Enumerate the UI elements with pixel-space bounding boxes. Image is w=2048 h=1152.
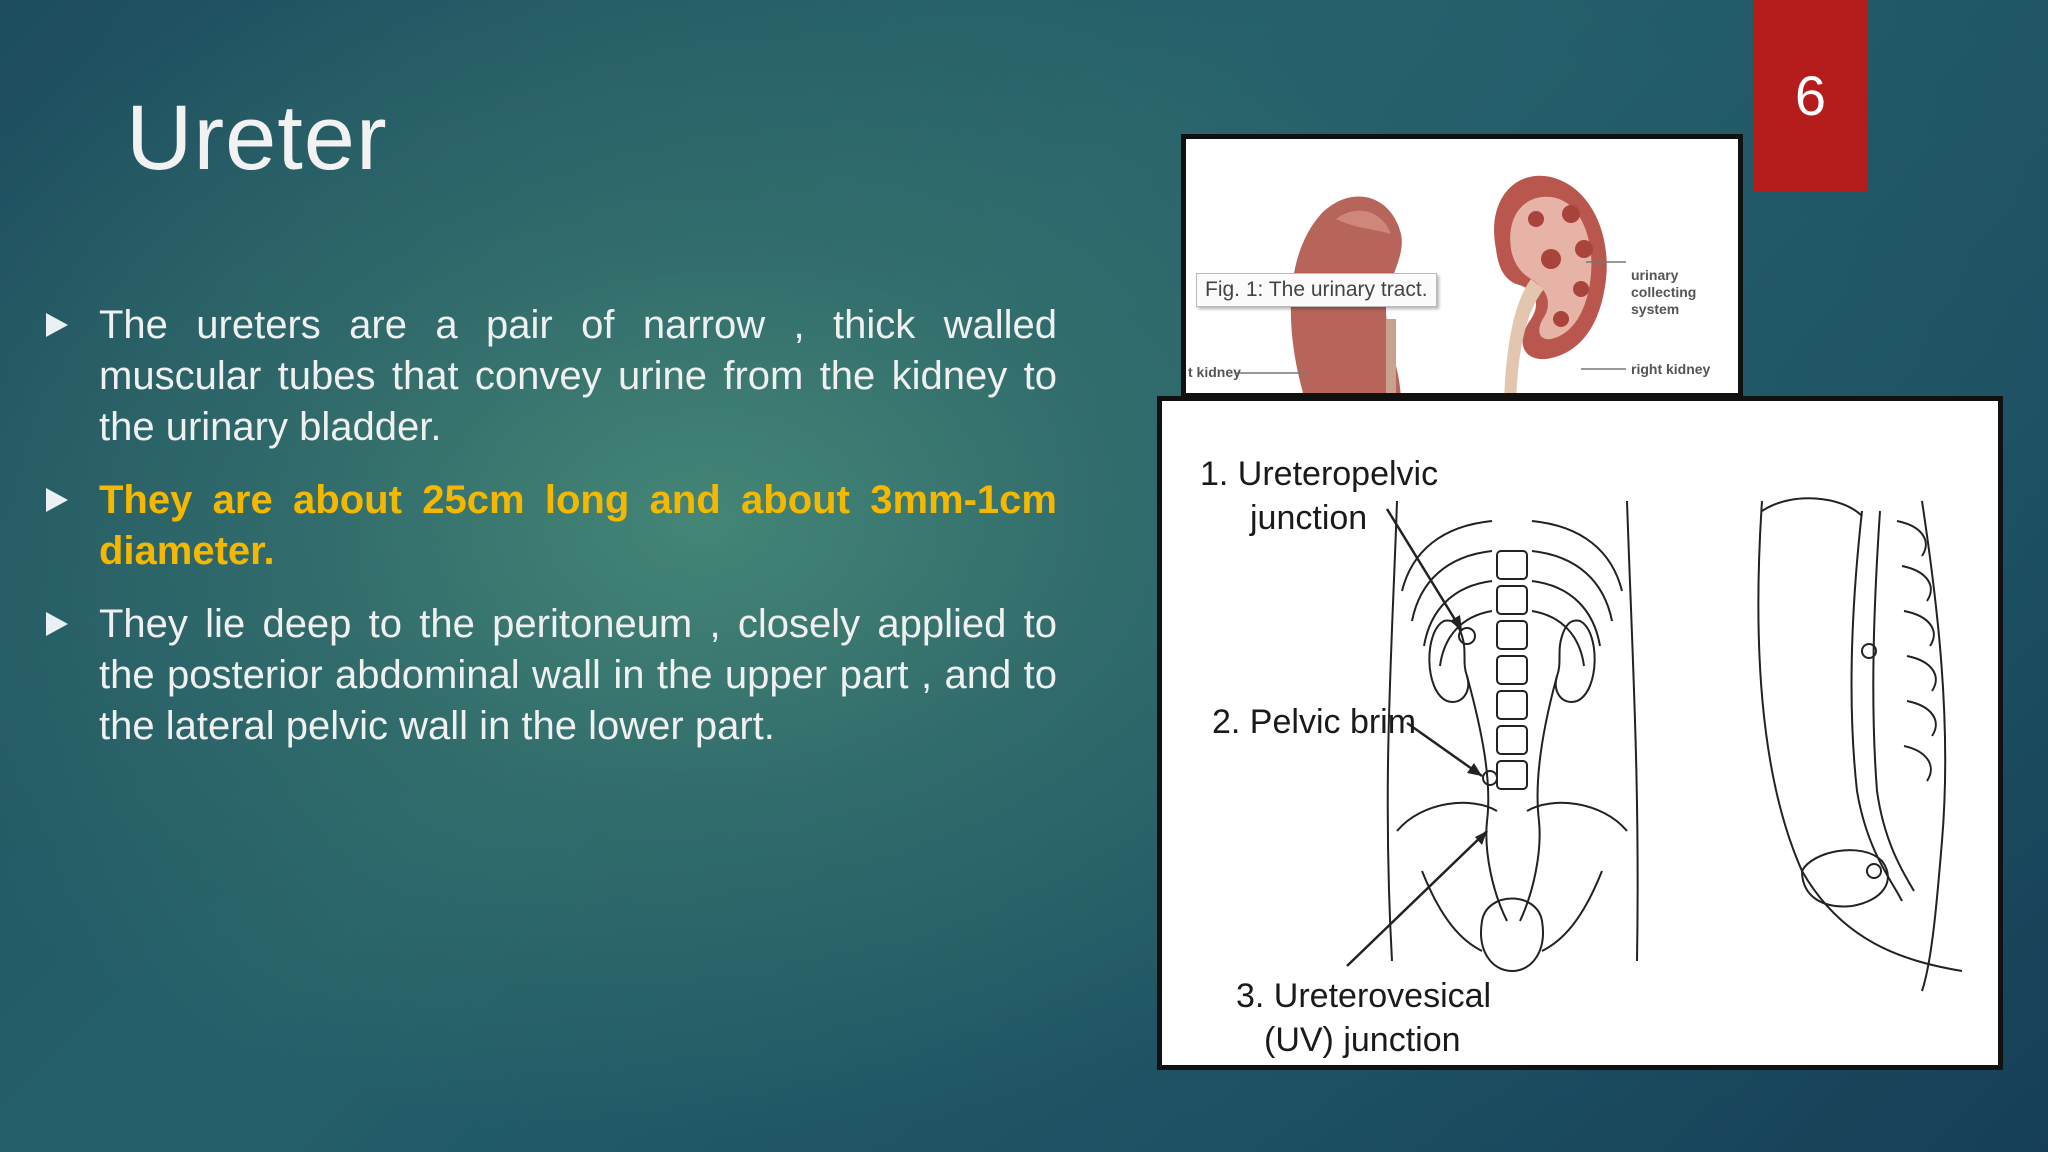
figure-caption: Fig. 1: The urinary tract. xyxy=(1196,273,1437,307)
triangle-bullet-icon xyxy=(46,313,68,337)
label-ureteropelvic-junction-line1: 1. Ureteropelvic xyxy=(1200,455,1439,493)
bullet-text: They are about 25cm long and about 3mm-1… xyxy=(99,478,1057,573)
label-collecting-system: urinary collecting system xyxy=(1631,267,1697,317)
label-ureteropelvic-junction-line2: junction xyxy=(1250,499,1368,537)
page-number-badge: 6 xyxy=(1753,0,1868,191)
kidney-illustration xyxy=(1236,175,1626,393)
bullet-list: The ureters are a pair of narrow , thick… xyxy=(42,300,1057,774)
slide-title: Ureter xyxy=(126,87,388,189)
label-left-kidney: t kidney xyxy=(1188,364,1241,380)
triangle-bullet-icon xyxy=(46,612,68,636)
label-ureterovesical-junction-line2: (UV) junction xyxy=(1264,1021,1461,1059)
bullet-text: They lie deep to the peritoneum , closel… xyxy=(99,602,1057,748)
page-number: 6 xyxy=(1794,64,1827,127)
ureter-line-drawing xyxy=(1346,497,1963,992)
bullet-text: The ureters are a pair of narrow , thick… xyxy=(99,303,1057,449)
label-right-kidney: right kidney xyxy=(1631,361,1711,377)
bullet-item: The ureters are a pair of narrow , thick… xyxy=(42,300,1057,453)
kidney-figure: Fig. 1: The urinary tract. urinary colle… xyxy=(1181,134,1743,398)
triangle-bullet-icon xyxy=(46,488,68,512)
bullet-item: They lie deep to the peritoneum , closel… xyxy=(42,599,1057,752)
ureter-anatomy-figure: 1. Ureteropelvic junction 2. Pelvic brim… xyxy=(1157,396,2003,1070)
label-pelvic-brim: 2. Pelvic brim xyxy=(1212,703,1417,741)
bullet-item-highlighted: They are about 25cm long and about 3mm-1… xyxy=(42,475,1057,577)
label-ureterovesical-junction-line1: 3. Ureterovesical xyxy=(1236,977,1492,1015)
